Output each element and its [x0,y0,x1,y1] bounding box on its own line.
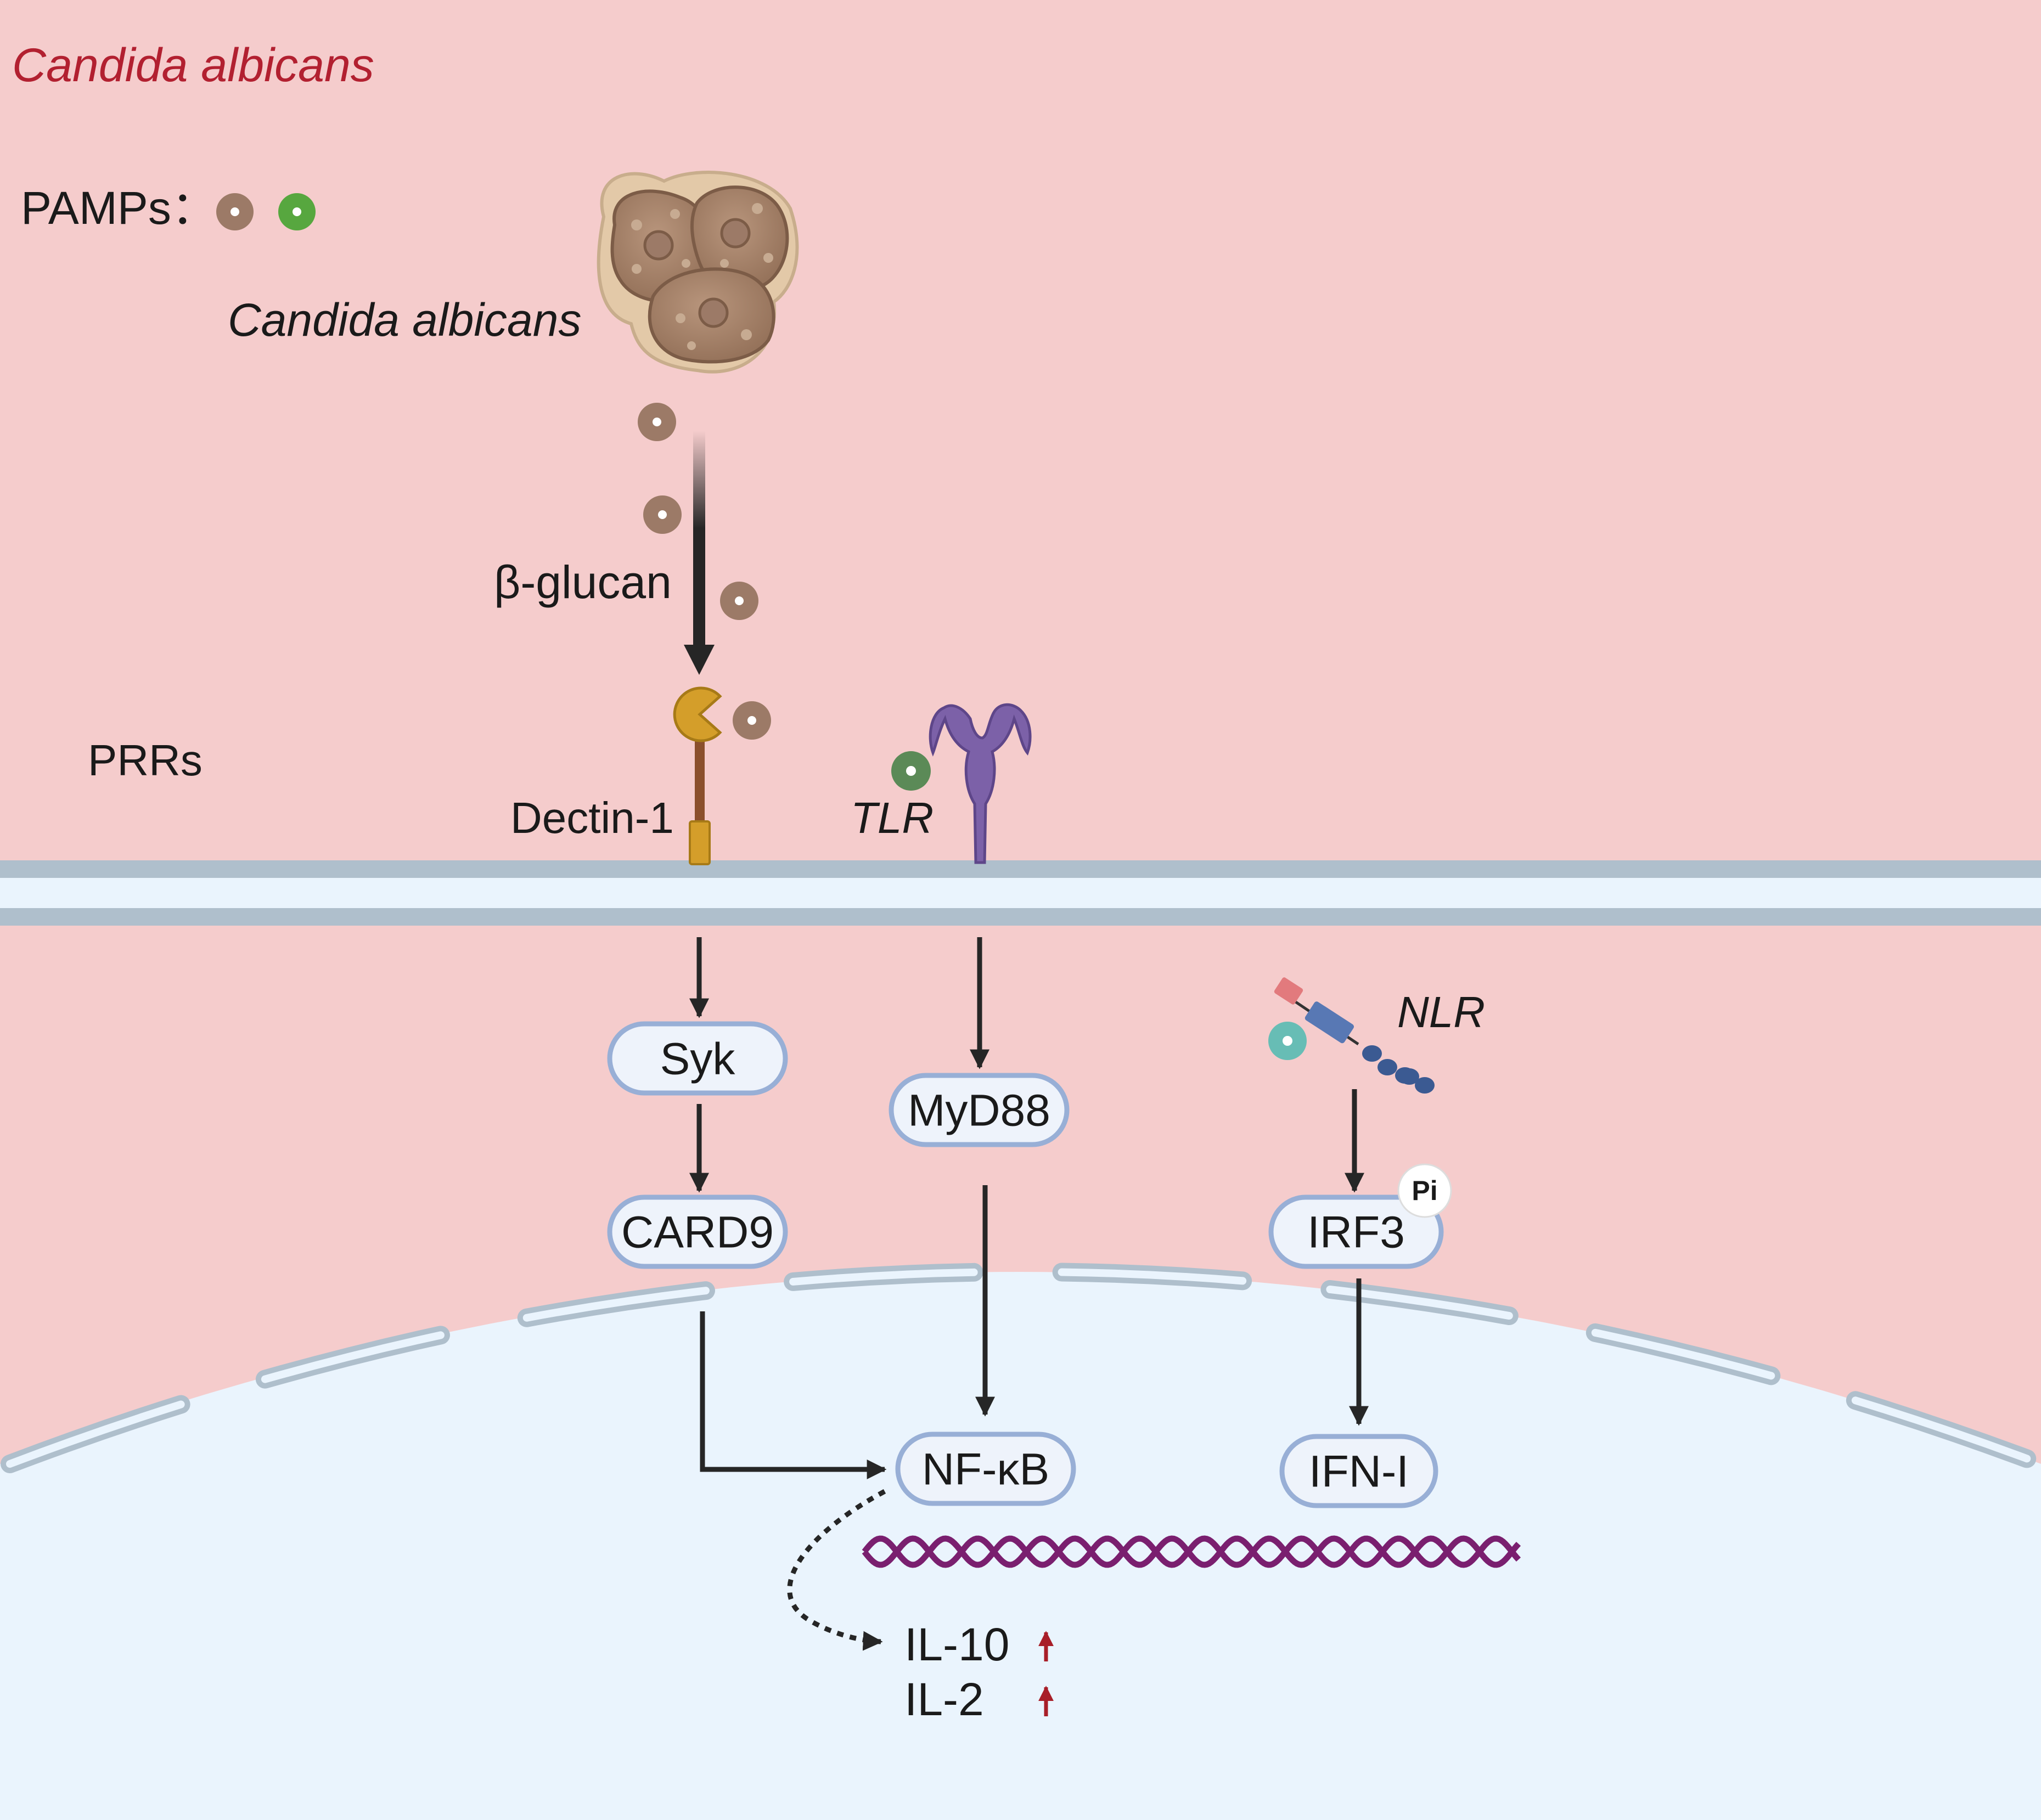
dna-helix-icon [862,1535,1521,1568]
dectin-1-label: Dectin-1 [510,793,674,842]
arrow-pathogen-to-dectin [684,431,715,675]
nlr-receptor-icon [1274,977,1435,1094]
green-pamp-icon [278,193,316,230]
beta-glucan-particle-icon [733,701,771,740]
phospho-badge: Pi [1397,1163,1452,1218]
cell-membrane [0,860,2041,926]
tlr-ligand-icon [891,751,931,791]
cytokine-il10-label: IL-10 [904,1619,1009,1670]
irf3-label: IRF3 [1307,1208,1405,1258]
nfkb-label: NF-κB [922,1445,1049,1495]
beta-glucan-pamp-icon [216,193,254,230]
node-card9: CARD9 [607,1194,788,1269]
tlr-label: TLR [851,793,934,842]
candida-label: Candida albicans [228,294,581,346]
beta-glucan-particle-icon [720,582,758,620]
arrow-nfkb-to-cytokines [787,1489,886,1651]
myd88-label: MyD88 [908,1086,1050,1136]
page-title: Candida albicans [12,39,374,92]
cytokine-il2-label: IL-2 [904,1674,984,1725]
pamps-legend: PAMPs： [21,182,316,234]
nuclear-envelope-inner [6,1268,2041,1468]
candida-cell-cluster-icon [597,171,799,374]
pamps-label: PAMPs： [21,182,217,234]
beta-glucan-particle-icon [643,495,682,534]
beta-glucan-particle-icon [638,403,676,441]
beta-glucan-label: β-glucan [494,556,672,608]
card9-label: CARD9 [621,1208,774,1258]
signal-arrows [689,937,1369,1651]
node-myd88: MyD88 [889,1073,1070,1147]
arrow-card9-to-nfkb [700,1311,887,1479]
prrs-label: PRRs [88,736,203,785]
tlr-receptor-icon [929,703,1032,864]
ifn-label: IFN-I [1309,1447,1409,1497]
nlr-ligand-icon [1268,1022,1307,1060]
syk-label: Syk [660,1034,736,1084]
phospho-badge-label: Pi [1412,1175,1437,1206]
node-irf3: IRF3 [1268,1194,1444,1269]
nlr-label: NLR [1397,988,1485,1036]
beta-glucan-particles [638,403,771,740]
cytokine-list: IL-10 IL-2 [904,1619,1054,1725]
node-nfkb: NF-κB [895,1432,1076,1506]
dectin-1-receptor-icon [673,686,722,865]
node-syk: Syk [607,1021,788,1096]
node-ifn: IFN-I [1279,1434,1438,1508]
